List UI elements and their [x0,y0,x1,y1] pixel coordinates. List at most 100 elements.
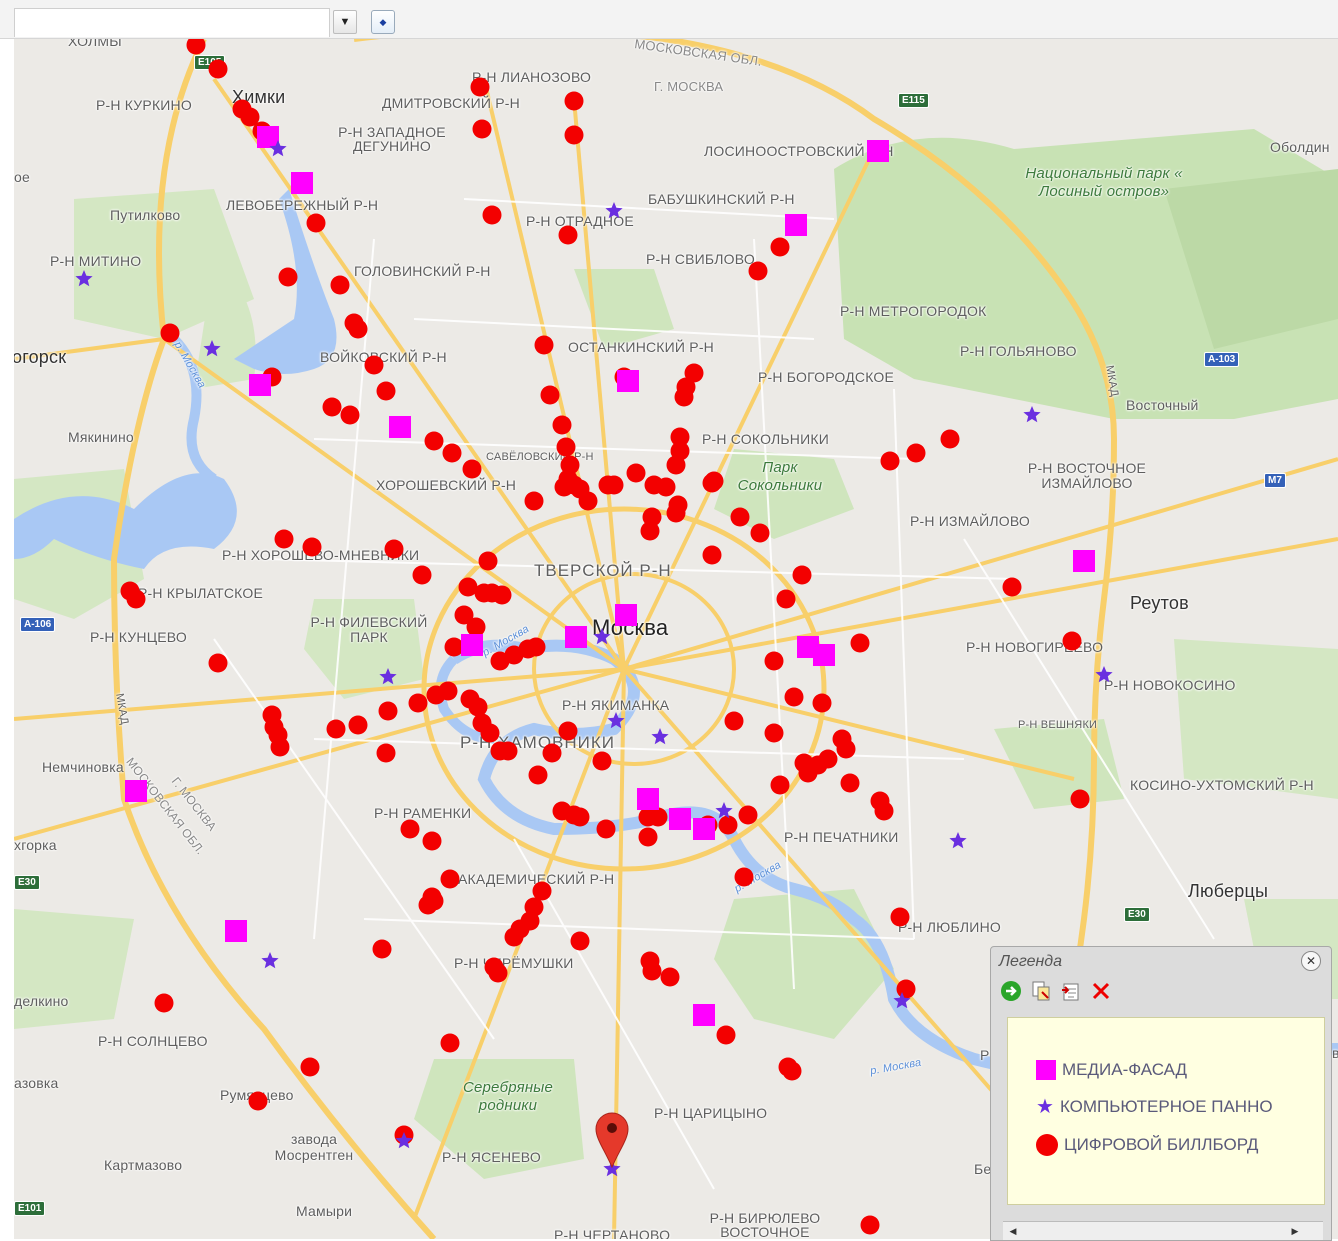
chevron-down-icon[interactable]: ▼ [333,10,357,34]
billboard-marker[interactable] [300,1057,320,1077]
billboard-marker[interactable] [526,637,546,657]
billboard-marker[interactable] [840,773,860,793]
billboard-marker[interactable] [532,881,552,901]
billboard-marker[interactable] [542,743,562,763]
computer-panel-marker[interactable] [1023,406,1041,423]
refresh-icon[interactable] [999,979,1023,1003]
billboard-marker[interactable] [498,741,518,761]
billboard-marker[interactable] [248,1091,268,1111]
billboard-marker[interactable] [270,737,290,757]
media-facade-marker[interactable] [785,214,807,236]
billboard-marker[interactable] [812,693,832,713]
media-facade-marker[interactable] [125,780,147,802]
billboard-marker[interactable] [524,491,544,511]
billboard-marker[interactable] [776,589,796,609]
billboard-marker[interactable] [666,455,686,475]
media-facade-marker[interactable] [615,604,637,626]
location-pin-icon[interactable] [595,1112,629,1169]
billboard-marker[interactable] [302,537,322,557]
billboard-marker[interactable] [570,807,590,827]
media-facade-marker[interactable] [867,140,889,162]
billboard-marker[interactable] [208,653,228,673]
billboard-marker[interactable] [836,739,856,759]
billboard-marker[interactable] [384,539,404,559]
billboard-marker[interactable] [1070,789,1090,809]
billboard-marker[interactable] [534,335,554,355]
computer-panel-marker[interactable] [607,712,625,729]
billboard-marker[interactable] [640,521,660,541]
media-facade-marker[interactable] [249,374,271,396]
billboard-marker[interactable] [558,225,578,245]
billboard-marker[interactable] [702,545,722,565]
media-facade-marker[interactable] [225,920,247,942]
billboard-marker[interactable] [792,565,812,585]
legend-scrollbar[interactable]: ◀ ▶ [1003,1221,1323,1240]
media-facade-marker[interactable] [461,634,483,656]
media-facade-marker[interactable] [617,370,639,392]
billboard-marker[interactable] [556,437,576,457]
billboard-marker[interactable] [784,687,804,707]
billboard-marker[interactable] [564,125,584,145]
billboard-marker[interactable] [738,805,758,825]
billboard-marker[interactable] [466,617,486,637]
billboard-marker[interactable] [570,931,590,951]
billboard-marker[interactable] [724,711,744,731]
billboard-marker[interactable] [874,801,894,821]
billboard-marker[interactable] [478,551,498,571]
computer-panel-marker[interactable] [1095,666,1113,683]
billboard-marker[interactable] [482,205,502,225]
billboard-marker[interactable] [730,507,750,527]
billboard-marker[interactable] [890,907,910,927]
locate-dot-icon[interactable]: ◆ [371,10,395,34]
computer-panel-marker[interactable] [261,952,279,969]
billboard-marker[interactable] [674,387,694,407]
legend-panel[interactable]: Легенда ✕ МЕДИА-ФАСАД ★ КОМПЬЮТЕРНОЕ ПАН… [990,946,1332,1241]
billboard-marker[interactable] [748,261,768,281]
layer-dropdown[interactable] [14,8,330,37]
billboard-marker[interactable] [850,633,870,653]
billboard-marker[interactable] [684,363,704,383]
media-facade-marker[interactable] [693,1004,715,1026]
billboard-marker[interactable] [660,967,680,987]
billboard-marker[interactable] [666,503,686,523]
delete-icon[interactable] [1089,979,1113,1003]
billboard-marker[interactable] [348,319,368,339]
computer-panel-marker[interactable] [715,802,733,819]
billboard-marker[interactable] [480,723,500,743]
billboard-marker[interactable] [472,119,492,139]
billboard-marker[interactable] [400,819,420,839]
billboard-marker[interactable] [906,443,926,463]
billboard-marker[interactable] [540,385,560,405]
billboard-marker[interactable] [364,355,384,375]
paste-layer-icon[interactable] [1059,979,1083,1003]
media-facade-marker[interactable] [257,126,279,148]
billboard-marker[interactable] [278,267,298,287]
billboard-marker[interactable] [340,405,360,425]
media-facade-marker[interactable] [669,808,691,830]
billboard-marker[interactable] [462,459,482,479]
billboard-marker[interactable] [764,651,784,671]
billboard-marker[interactable] [306,213,326,233]
billboard-marker[interactable] [372,939,392,959]
billboard-marker[interactable] [1062,631,1082,651]
billboard-marker[interactable] [770,775,790,795]
billboard-marker[interactable] [592,751,612,771]
map-canvas[interactable]: ХОЛМЫ МОСКОВСКАЯ ОБЛ. Г. МОСКВА Р-Н ЛИАН… [14,39,1338,1239]
billboard-marker[interactable] [444,637,464,657]
billboard-marker[interactable] [322,397,342,417]
billboard-marker[interactable] [702,473,722,493]
billboard-marker[interactable] [734,867,754,887]
billboard-marker[interactable] [642,961,662,981]
scroll-left-icon[interactable]: ◀ [1009,1226,1017,1236]
billboard-marker[interactable] [160,323,180,343]
billboard-marker[interactable] [718,815,738,835]
billboard-marker[interactable] [440,869,460,889]
billboard-marker[interactable] [1002,577,1022,597]
billboard-marker[interactable] [440,1033,460,1053]
billboard-marker[interactable] [648,807,668,827]
billboard-marker[interactable] [422,831,442,851]
billboard-marker[interactable] [764,723,784,743]
billboard-marker[interactable] [240,107,260,127]
billboard-marker[interactable] [438,681,458,701]
billboard-marker[interactable] [552,415,572,435]
